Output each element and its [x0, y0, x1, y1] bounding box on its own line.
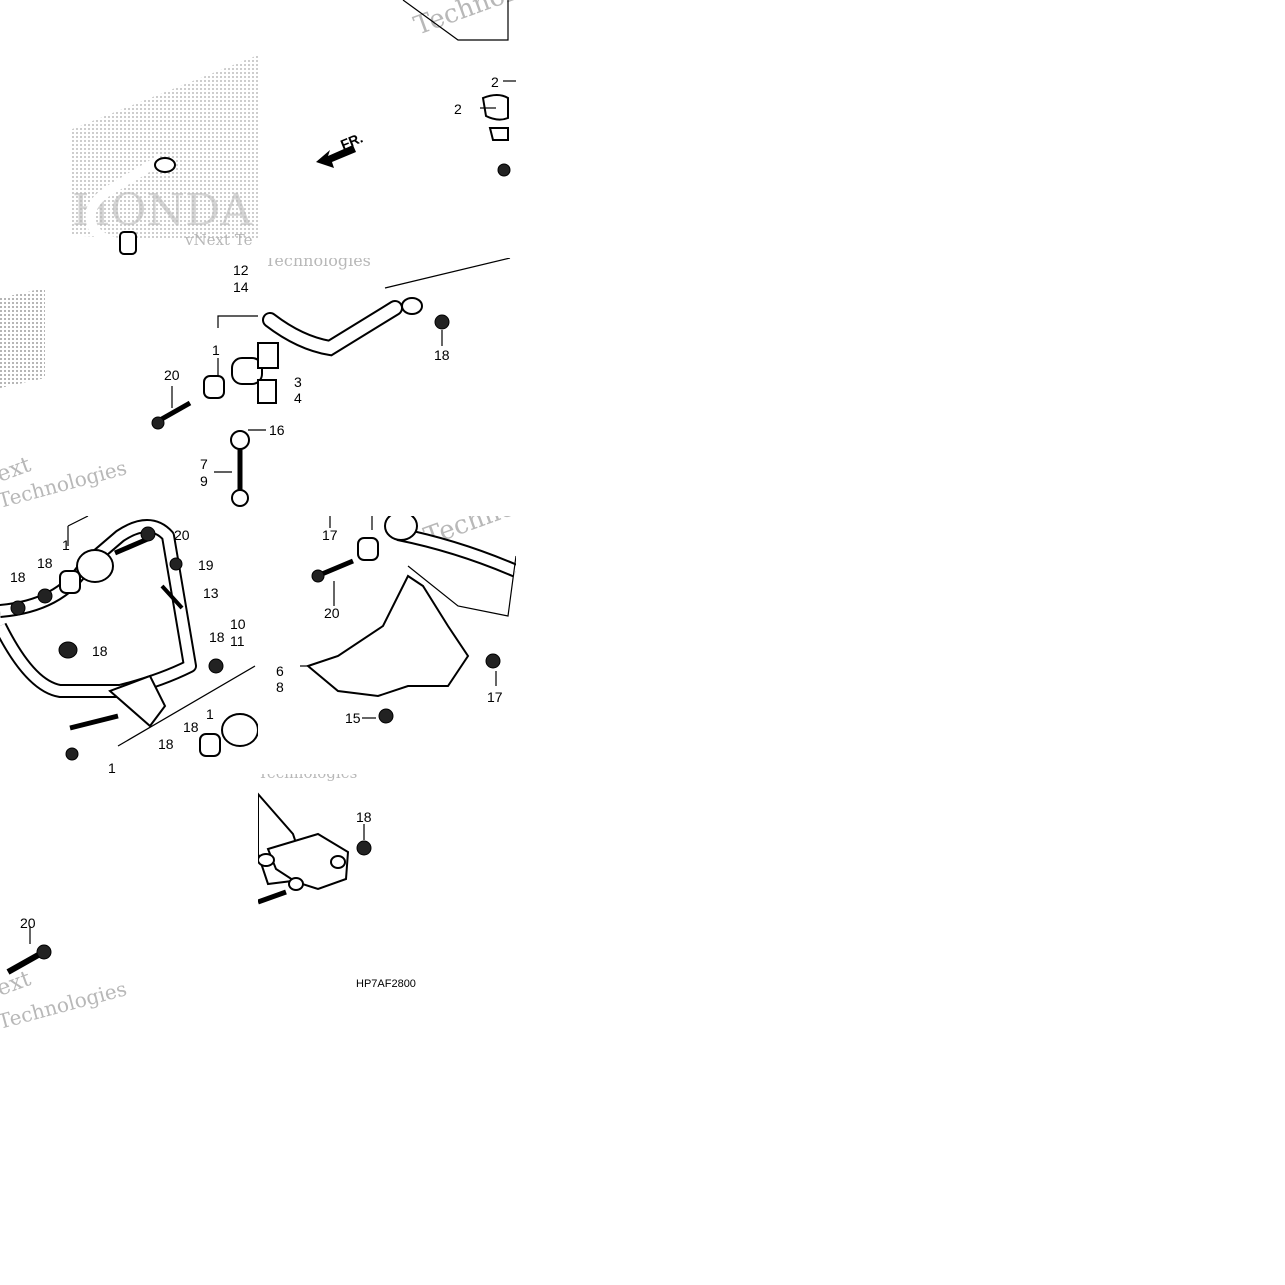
honda-wing-logo	[70, 55, 258, 250]
callout-3: 3	[294, 374, 302, 390]
callout-2: 2	[491, 74, 499, 90]
callout-7: 7	[200, 456, 208, 472]
callout-17: 17	[487, 689, 503, 705]
callout-1: 1	[108, 760, 116, 774]
diagram-tile-bracket: Technologies FR. 2 2	[258, 0, 516, 258]
callout-10: 10	[230, 616, 246, 632]
callout-17: 17	[322, 527, 338, 543]
skid-guard	[305, 574, 470, 698]
callout-16: 16	[269, 422, 285, 438]
callout-19: 19	[198, 557, 214, 573]
callout-20: 20	[324, 605, 340, 621]
callout-14: 14	[233, 279, 249, 295]
callout-13: 13	[203, 585, 219, 601]
callout-4: 4	[294, 390, 302, 406]
callout-18: 18	[92, 643, 108, 659]
diagram-tile-upper-arm: 1 20 18 18 19 13 18 18 10 11 18 1 18 1	[0, 516, 258, 774]
diagram-tile-lower-arm-guard: Technologies 17 20 6 8 17 15	[258, 516, 516, 774]
callout-20: 20	[20, 915, 36, 931]
callout-6: 6	[276, 663, 284, 679]
callout-2: 2	[454, 101, 462, 117]
callout-1: 1	[206, 706, 214, 722]
callout-18: 18	[158, 736, 174, 752]
watermark-text: Technologies	[258, 774, 357, 782]
watermark-text: ext	[0, 966, 34, 1001]
callout-18: 18	[183, 719, 199, 735]
callout-15: 15	[345, 710, 361, 726]
callout-18: 18	[10, 569, 26, 585]
callout-11: 11	[230, 633, 245, 649]
callout-1: 1	[62, 537, 70, 553]
callout-1: 1	[212, 342, 220, 358]
callout-20: 20	[174, 527, 190, 543]
diagram-tile-stabilizer-end: HONDA vNext Te	[0, 0, 258, 258]
watermark-text: Technologies	[410, 0, 516, 42]
watermark-text: vNext Te	[184, 231, 253, 249]
diagram-tile-stabilizer-bar: Technologies 5 12 14 18 1 20 3 4 16 7 9 …	[0, 258, 516, 516]
callout-8: 8	[276, 679, 284, 695]
diagram-tile-bolt: 20 ext Technologies	[0, 774, 258, 1032]
callout-5: 5	[245, 258, 253, 259]
callout-9: 9	[200, 473, 208, 489]
watermark-text: Technologies	[265, 258, 371, 270]
diagram-tile-lower-arm-bracket: Technologies 18 HP7AF2800	[258, 774, 516, 1032]
callout-18: 18	[356, 809, 372, 825]
callout-20: 20	[164, 367, 180, 383]
front-direction-label: FR.	[338, 129, 365, 152]
callout-12: 12	[233, 262, 249, 278]
front-direction-arrow-icon	[316, 145, 356, 168]
diagram-code: HP7AF2800	[356, 978, 416, 990]
callout-18: 18	[209, 629, 225, 645]
callout-18: 18	[434, 347, 450, 363]
callout-18: 18	[37, 555, 53, 571]
